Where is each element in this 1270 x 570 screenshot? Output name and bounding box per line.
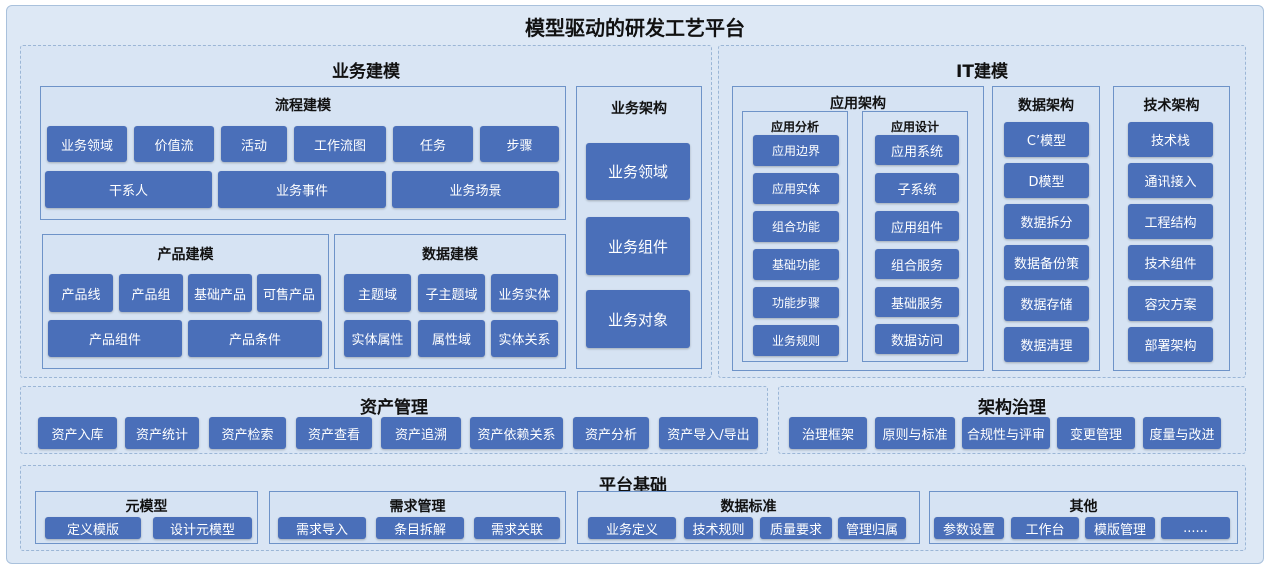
box-business-rule[interactable]: 业务规则 xyxy=(753,325,839,356)
data-standard-title: 数据标准 xyxy=(720,499,777,515)
tech-architecture-title: 技术架构 xyxy=(1143,98,1200,114)
box-quality-requirements[interactable]: 质量要求 xyxy=(760,517,832,539)
box-sub-subject-area[interactable]: 子主题域 xyxy=(418,274,485,312)
box-tech-component[interactable]: 技术组件 xyxy=(1128,245,1213,280)
box-asset-dependency[interactable]: 资产依赖关系 xyxy=(470,417,563,449)
box-asset-import[interactable]: 资产入库 xyxy=(38,417,117,449)
box-step[interactable]: 步骤 xyxy=(480,126,559,162)
box-change-management[interactable]: 变更管理 xyxy=(1057,417,1135,449)
box-workbench[interactable]: 工作台 xyxy=(1011,517,1079,539)
box-sellable-product[interactable]: 可售产品 xyxy=(257,274,321,312)
box-more[interactable]: ...... xyxy=(1161,517,1230,539)
box-attribute-domain[interactable]: 属性域 xyxy=(418,320,485,357)
box-engineering-structure[interactable]: 工程结构 xyxy=(1128,204,1213,239)
box-product-condition[interactable]: 产品条件 xyxy=(188,320,322,357)
box-define-template[interactable]: 定义模版 xyxy=(45,517,141,539)
box-asset-trace[interactable]: 资产追溯 xyxy=(381,417,461,449)
box-data-access[interactable]: 数据访问 xyxy=(875,324,959,354)
app-analysis-title: 应用分析 xyxy=(770,120,819,134)
box-basic-service[interactable]: 基础服务 xyxy=(875,287,959,317)
box-asset-search[interactable]: 资产检索 xyxy=(209,417,286,449)
data-modeling-title: 数据建模 xyxy=(422,247,478,263)
flow-modeling-title: 流程建模 xyxy=(275,98,331,114)
box-item-breakdown[interactable]: 条目拆解 xyxy=(376,517,464,539)
it-modeling-title: IT建模 xyxy=(956,62,1008,82)
box-disaster-recovery[interactable]: 容灾方案 xyxy=(1128,286,1213,321)
data-architecture-title: 数据架构 xyxy=(1018,98,1074,114)
box-requirement-import[interactable]: 需求导入 xyxy=(278,517,366,539)
box-asset-analysis[interactable]: 资产分析 xyxy=(573,417,649,449)
box-business-definition[interactable]: 业务定义 xyxy=(588,517,676,539)
box-task[interactable]: 任务 xyxy=(393,126,473,162)
box-value-stream[interactable]: 价值流 xyxy=(134,126,214,162)
box-parameter-settings[interactable]: 参数设置 xyxy=(934,517,1004,539)
box-c-model[interactable]: C’模型 xyxy=(1004,122,1089,157)
box-composite-service[interactable]: 组合服务 xyxy=(875,249,959,279)
box-data-cleanup[interactable]: 数据清理 xyxy=(1004,327,1089,362)
box-governance-framework[interactable]: 治理框架 xyxy=(789,417,867,449)
other-title: 其他 xyxy=(1069,499,1098,515)
box-app-entity[interactable]: 应用实体 xyxy=(753,173,839,204)
box-arch-business-component[interactable]: 业务组件 xyxy=(586,217,690,275)
box-compliance-review[interactable]: 合规性与评审 xyxy=(962,417,1050,449)
box-asset-view[interactable]: 资产查看 xyxy=(296,417,372,449)
box-communication-access[interactable]: 通讯接入 xyxy=(1128,163,1213,198)
box-basic-function[interactable]: 基础功能 xyxy=(753,249,839,280)
box-business-entity[interactable]: 业务实体 xyxy=(491,274,558,312)
business-architecture-title: 业务架构 xyxy=(611,101,667,117)
box-requirement-link[interactable]: 需求关联 xyxy=(474,517,560,539)
box-business-scenario[interactable]: 业务场景 xyxy=(392,171,559,208)
box-composite-function[interactable]: 组合功能 xyxy=(753,211,839,242)
box-stakeholder[interactable]: 干系人 xyxy=(45,171,212,208)
box-data-backup[interactable]: 数据备份策 xyxy=(1004,245,1089,280)
box-asset-statistics[interactable]: 资产统计 xyxy=(125,417,199,449)
box-app-component[interactable]: 应用组件 xyxy=(875,211,959,241)
box-arch-business-object[interactable]: 业务对象 xyxy=(586,290,690,348)
box-d-model[interactable]: D模型 xyxy=(1004,163,1089,198)
app-design-title: 应用设计 xyxy=(890,120,939,134)
box-template-management[interactable]: 模版管理 xyxy=(1085,517,1155,539)
box-subsystem[interactable]: 子系统 xyxy=(875,173,959,203)
box-data-storage[interactable]: 数据存储 xyxy=(1004,286,1089,321)
box-tech-stack[interactable]: 技术栈 xyxy=(1128,122,1213,157)
box-product-component[interactable]: 产品组件 xyxy=(48,320,182,357)
box-product-line[interactable]: 产品线 xyxy=(49,274,113,312)
box-function-step[interactable]: 功能步骤 xyxy=(753,287,839,318)
box-base-product[interactable]: 基础产品 xyxy=(188,274,252,312)
architecture-governance-title: 架构治理 xyxy=(978,398,1046,418)
box-business-event[interactable]: 业务事件 xyxy=(218,171,386,208)
box-deployment-architecture[interactable]: 部署架构 xyxy=(1128,327,1213,362)
metamodel-title: 元模型 xyxy=(125,499,168,515)
asset-management-title: 资产管理 xyxy=(360,398,428,418)
box-measure-improve[interactable]: 度量与改进 xyxy=(1143,417,1221,449)
box-subject-area[interactable]: 主题域 xyxy=(344,274,411,312)
business-modeling-title: 业务建模 xyxy=(332,62,400,82)
main-title: 模型驱动的研发工艺平台 xyxy=(525,16,745,40)
box-principles-standards[interactable]: 原则与标准 xyxy=(875,417,955,449)
box-workflow[interactable]: 工作流图 xyxy=(294,126,386,162)
box-entity-attribute[interactable]: 实体属性 xyxy=(344,320,411,357)
box-app-boundary[interactable]: 应用边界 xyxy=(753,135,839,166)
box-design-metamodel[interactable]: 设计元模型 xyxy=(153,517,252,539)
requirements-title: 需求管理 xyxy=(389,499,446,515)
box-asset-import-export[interactable]: 资产导入/导出 xyxy=(659,417,758,449)
box-data-split[interactable]: 数据拆分 xyxy=(1004,204,1089,239)
box-management-ownership[interactable]: 管理归属 xyxy=(838,517,906,539)
box-activity[interactable]: 活动 xyxy=(221,126,287,162)
product-modeling-title: 产品建模 xyxy=(157,247,214,263)
box-entity-relation[interactable]: 实体关系 xyxy=(491,320,558,357)
box-product-group[interactable]: 产品组 xyxy=(119,274,183,312)
box-arch-business-domain[interactable]: 业务领域 xyxy=(586,143,690,200)
app-architecture-title: 应用架构 xyxy=(830,96,886,112)
box-technical-rules[interactable]: 技术规则 xyxy=(684,517,753,539)
box-business-domain[interactable]: 业务领域 xyxy=(47,126,127,162)
box-app-system[interactable]: 应用系统 xyxy=(875,135,959,165)
